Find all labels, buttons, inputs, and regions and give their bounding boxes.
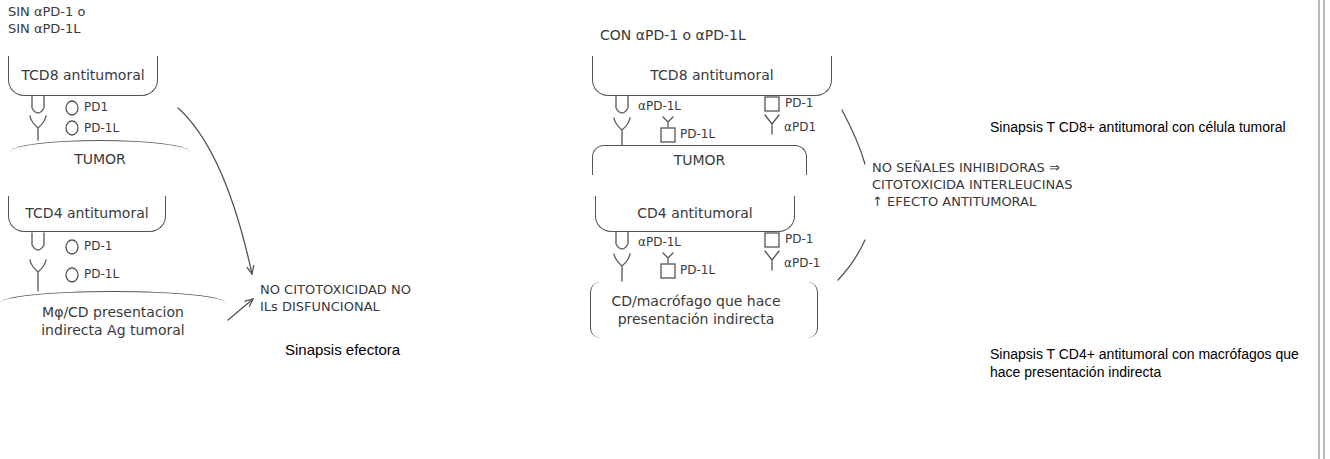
molecule-label: PD-1 [84, 239, 112, 255]
apc-cell: CD/macrófago que hace presentación indir… [590, 282, 818, 338]
leader-arrow [228, 299, 253, 320]
cell-label: CD4 antitumoral [637, 204, 753, 222]
tcr-symbol [616, 96, 628, 113]
caption-note: Sinapsis T CD4+ antitumoral con macrófag… [990, 345, 1308, 381]
t-cell: TCD8 antitumoral [8, 56, 158, 96]
molecule-label: αPD1 [784, 120, 816, 136]
t-cell: TCD4 antitumoral [8, 196, 166, 232]
leader-arrow [178, 108, 252, 274]
pd1-symbol [765, 233, 779, 247]
mhc-symbol [30, 260, 46, 291]
t-cell: CD4 antitumoral [595, 196, 795, 232]
pdl1-symbol [66, 268, 78, 282]
outcome-note: NO CITOTOXICIDAD NO ILs DISFUNCIONAL [260, 282, 420, 316]
mhc-symbol [30, 116, 46, 140]
panel-heading: CON αPD-1 o αPD-1L [600, 26, 746, 44]
tcr-symbol [32, 233, 44, 250]
mhc-symbol [614, 118, 630, 145]
cell-label: TUMOR [74, 150, 126, 168]
cell-label: CD/macrófago que hace presentación indir… [601, 292, 791, 328]
molecule-label: PD-1 [785, 96, 813, 112]
mhc-symbol [614, 254, 630, 281]
t-cell: TCD8 antitumoral [592, 56, 832, 96]
tumor-cell: TUMOR [592, 145, 807, 175]
cell-label: TCD8 antitumoral [21, 66, 144, 84]
tcr-symbol [616, 232, 628, 249]
pd1-symbol [765, 97, 779, 111]
apc-cell: Mφ/CD presentacion indirecta Ag tumoral [0, 291, 226, 343]
tumor-cell: TUMOR [10, 140, 190, 172]
pdl1-symbol [661, 264, 675, 278]
molecule-label: PD-1L [680, 263, 715, 279]
molecule-label: PD-1L [84, 267, 119, 283]
pdl1-symbol [66, 121, 78, 135]
molecule-label: αPD-1 [784, 256, 820, 272]
molecule-label: αPD-1L [638, 235, 681, 251]
tcr-symbol [32, 96, 44, 113]
antibody-symbol [765, 251, 779, 270]
bracket-line [842, 110, 865, 164]
panel-heading: SIN αPD-1 o SIN αPD-1L [8, 4, 108, 38]
cell-label: TCD4 antitumoral [25, 204, 148, 222]
antibody-symbol [663, 253, 673, 263]
molecule-label: PD-1 [785, 232, 813, 248]
molecule-label: PD-1L [680, 127, 715, 143]
page-edge-line [1323, 0, 1324, 459]
pd1-symbol [66, 240, 78, 254]
cell-label: Mφ/CD presentacion indirecta Ag tumoral [25, 303, 201, 339]
molecule-label: PD-1L [84, 121, 119, 137]
pdl1-symbol [661, 128, 675, 142]
antibody-symbol [765, 115, 779, 134]
caption-note: Sinapsis efectora [285, 340, 400, 360]
antibody-symbol [663, 117, 673, 127]
outcome-note: NO SEÑALES INHIBIDORAS ⇒ CITOTOXICIDA IN… [872, 160, 1087, 211]
molecule-label: PD1 [84, 100, 108, 116]
cell-label: TCD8 antitumoral [650, 66, 773, 84]
bracket-line [838, 240, 865, 280]
molecule-label: αPD-1L [638, 99, 681, 115]
pd1-symbol [66, 101, 78, 115]
page-edge-line [1318, 0, 1319, 459]
caption-note: Sinapsis T CD8+ antitumoral con célula t… [990, 118, 1308, 136]
cell-label: TUMOR [674, 151, 726, 169]
